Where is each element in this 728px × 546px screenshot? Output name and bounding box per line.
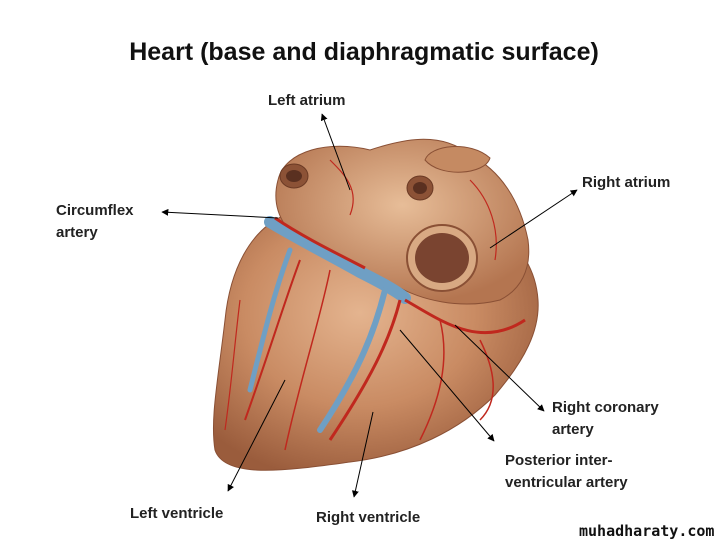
leader-circumflex-artery — [161, 208, 279, 219]
artery-branch — [419, 319, 445, 441]
artery-branch — [469, 179, 497, 261]
leader-left-atrium — [320, 113, 351, 191]
label-line: artery — [552, 421, 594, 438]
label-line: Circumflex — [56, 202, 134, 219]
artery-branch — [224, 299, 241, 431]
label-right-coronary-artery: Right coronary artery — [552, 397, 659, 441]
artery-branch — [329, 159, 354, 216]
leader-left-ventricle — [227, 379, 286, 492]
artery-branch — [479, 339, 494, 421]
label-posterior-interventricular-artery: Posterior inter- ventricular artery — [505, 450, 628, 494]
posterior-vein — [247, 247, 293, 393]
pulmonary-vein-opening — [413, 182, 427, 194]
label-line: artery — [56, 224, 98, 241]
leader-posterior-interventricular-artery — [399, 329, 495, 442]
svc-stump — [424, 146, 491, 173]
coronary-sinus — [264, 216, 411, 304]
right-coronary-artery — [404, 298, 526, 335]
label-right-ventricle: Right ventricle — [316, 509, 421, 526]
pulmonary-vein-opening — [286, 170, 302, 182]
artery-branch — [244, 259, 301, 421]
label-left-atrium: Left atrium — [268, 92, 346, 109]
label-left-ventricle: Left ventricle — [130, 505, 224, 522]
label-line: Posterior inter- — [505, 452, 613, 469]
circumflex-artery — [274, 216, 366, 270]
leader-right-coronary-artery — [454, 324, 545, 412]
label-circumflex-artery: Circumflex artery — [56, 200, 134, 244]
artery-branch — [284, 269, 331, 451]
leader-right-ventricle — [351, 411, 374, 498]
label-right-atrium: Right atrium — [582, 174, 671, 191]
ivc-opening — [415, 233, 469, 283]
leader-right-atrium — [489, 189, 578, 249]
posterior-interventricular-artery — [328, 299, 402, 441]
label-line: Right coronary — [552, 399, 659, 416]
label-line: ventricular artery — [505, 474, 628, 491]
watermark: muhadharaty.com — [579, 522, 715, 540]
middle-cardiac-vein — [317, 287, 388, 433]
diagram-title: Heart (base and diaphragmatic surface) — [129, 38, 599, 66]
